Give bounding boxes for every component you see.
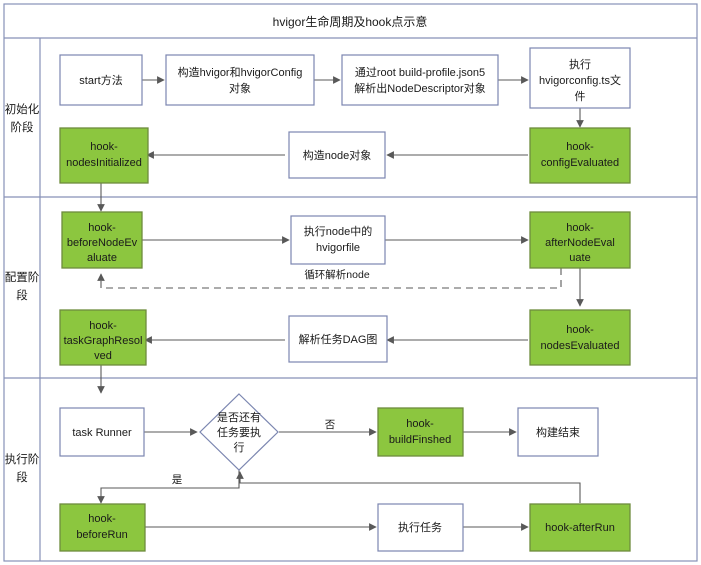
node-decision-more-tasks-line-1: 是否还有 bbox=[217, 410, 261, 424]
node-exec-node-hvigorfile[interactable]: 执行node中的 hvigorfile bbox=[290, 215, 386, 265]
node-hook-nodes-initialized[interactable]: hook- nodesInitialized bbox=[59, 127, 149, 184]
stage-init-line1: 初始化 bbox=[5, 102, 40, 116]
page-title: hvigor生命周期及hook点示意 bbox=[273, 14, 428, 29]
edges-section-init bbox=[97, 76, 584, 212]
node-exec-task[interactable]: 执行任务 bbox=[377, 503, 464, 552]
node-hook-nodes-evaluated-line-2: nodesEvaluated bbox=[541, 340, 620, 352]
node-hook-before-run-line-2: beforeRun bbox=[76, 529, 127, 541]
edge-loop-parse-node bbox=[97, 268, 562, 289]
stage-init-line2: 阶段 bbox=[11, 120, 34, 134]
stage-config-line2: 段 bbox=[16, 288, 28, 302]
node-start-method[interactable]: start方法 bbox=[59, 54, 143, 106]
node-hook-nodes-evaluated-line-1: hook- bbox=[566, 324, 594, 336]
edge-label-loop-parse-node: 循环解析node bbox=[304, 268, 370, 281]
node-exec-node-hvigorfile-line-2: hvigorfile bbox=[316, 242, 360, 254]
node-hook-task-graph-resolved[interactable]: hook- taskGraphResol ved bbox=[59, 309, 147, 366]
node-hook-nodes-initialized-line-2: nodesInitialized bbox=[66, 157, 142, 169]
node-decision-more-tasks-line-3: 行 bbox=[234, 441, 245, 454]
node-hook-nodes-initialized-line-1: hook- bbox=[90, 141, 118, 153]
node-build-hvigor-config-line-2: 对象 bbox=[229, 81, 251, 95]
node-hook-before-run[interactable]: hook- beforeRun bbox=[59, 503, 146, 552]
stage-config-line1: 配置阶 bbox=[5, 270, 40, 284]
node-exec-hvigorconfig-line-1: 执行 bbox=[569, 57, 591, 71]
node-hook-build-finshed[interactable]: hook- buildFinshed bbox=[377, 407, 464, 457]
node-build-hvigor-config-line-1: 构造hvigor和hvigorConfig bbox=[178, 65, 303, 79]
node-hook-config-evaluated-line-2: configEvaluated bbox=[541, 157, 619, 169]
node-build-end[interactable]: 构建结束 bbox=[517, 407, 599, 457]
node-exec-node-hvigorfile-line-1: 执行node中的 bbox=[304, 224, 372, 238]
edge-label-decision-yes: 是 bbox=[172, 474, 183, 486]
edges-section-exec: 否 是 bbox=[97, 419, 581, 531]
node-build-node-object-line-1: 构造node对象 bbox=[303, 148, 371, 162]
node-hook-config-evaluated-line-1: hook- bbox=[566, 141, 594, 153]
node-task-runner-line-1: task Runner bbox=[72, 427, 132, 439]
edge-loop-back-to-decision bbox=[236, 471, 581, 503]
stage-exec-line1: 执行阶 bbox=[5, 452, 40, 466]
node-hook-task-graph-resolved-line-1: hook- bbox=[89, 320, 117, 332]
node-hook-build-finshed-line-1: hook- bbox=[406, 418, 434, 430]
node-exec-task-line-1: 执行任务 bbox=[398, 520, 442, 534]
page-title-text: hvigor生命周期及hook点示意 bbox=[273, 14, 428, 29]
node-task-runner[interactable]: task Runner bbox=[59, 407, 145, 457]
edges-section-config: 循环解析node bbox=[97, 236, 584, 394]
node-parse-node-descriptor[interactable]: 通过root build-profile.json5 解析出NodeDescri… bbox=[341, 54, 499, 106]
node-hook-before-node-evaluate-line-3: aluate bbox=[87, 252, 117, 264]
node-parse-task-dag[interactable]: 解析任务DAG图 bbox=[288, 315, 388, 363]
node-build-node-object[interactable]: 构造node对象 bbox=[288, 131, 386, 179]
node-exec-hvigorconfig-line-2: hvigorconfig.ts文 bbox=[539, 73, 621, 87]
stage-label-config: 配置阶 段 bbox=[5, 270, 40, 302]
node-hook-before-node-evaluate[interactable]: hook- beforeNodeEv aluate bbox=[61, 211, 143, 269]
node-start-method-line-1: start方法 bbox=[79, 73, 122, 87]
node-hook-build-finshed-line-2: buildFinshed bbox=[389, 434, 451, 446]
edge-label-decision-no: 否 bbox=[325, 419, 336, 431]
node-hook-config-evaluated[interactable]: hook- configEvaluated bbox=[529, 127, 631, 184]
node-build-end-line-1: 构建结束 bbox=[536, 425, 580, 439]
node-hook-after-node-evaluate-line-3: uate bbox=[569, 252, 590, 264]
node-parse-node-descriptor-line-1: 通过root build-profile.json5 bbox=[355, 66, 485, 79]
node-hook-task-graph-resolved-line-3: ved bbox=[94, 350, 112, 362]
node-hook-after-node-evaluate[interactable]: hook- afterNodeEval uate bbox=[529, 211, 631, 269]
node-hook-before-node-evaluate-line-2: beforeNodeEv bbox=[67, 237, 138, 249]
node-build-hvigor-config[interactable]: 构造hvigor和hvigorConfig 对象 bbox=[165, 54, 315, 106]
node-hook-before-run-line-1: hook- bbox=[88, 513, 116, 525]
node-hook-task-graph-resolved-line-2: taskGraphResol bbox=[64, 335, 143, 347]
node-hook-nodes-evaluated[interactable]: hook- nodesEvaluated bbox=[529, 309, 631, 366]
node-parse-task-dag-line-1: 解析任务DAG图 bbox=[299, 332, 378, 346]
node-hook-after-run-line-1: hook-afterRun bbox=[545, 522, 615, 534]
stage-exec-line2: 段 bbox=[16, 470, 28, 484]
edge-decision-yes bbox=[97, 470, 240, 504]
node-hook-after-node-evaluate-line-1: hook- bbox=[566, 222, 594, 234]
node-exec-hvigorconfig-line-3: 件 bbox=[575, 90, 586, 103]
node-decision-more-tasks[interactable]: 是否还有 任务要执 行 bbox=[199, 393, 279, 471]
node-hook-before-node-evaluate-line-1: hook- bbox=[88, 222, 116, 234]
stage-label-init: 初始化 阶段 bbox=[5, 102, 40, 134]
node-hook-after-run[interactable]: hook-afterRun bbox=[529, 503, 631, 552]
node-exec-hvigorconfig[interactable]: 执行 hvigorconfig.ts文 件 bbox=[529, 47, 631, 109]
node-decision-more-tasks-line-2: 任务要执 bbox=[217, 425, 261, 439]
stage-label-exec: 执行阶 段 bbox=[5, 452, 40, 484]
node-parse-node-descriptor-line-2: 解析出NodeDescriptor对象 bbox=[354, 81, 485, 95]
node-hook-after-node-evaluate-line-2: afterNodeEval bbox=[545, 237, 615, 249]
